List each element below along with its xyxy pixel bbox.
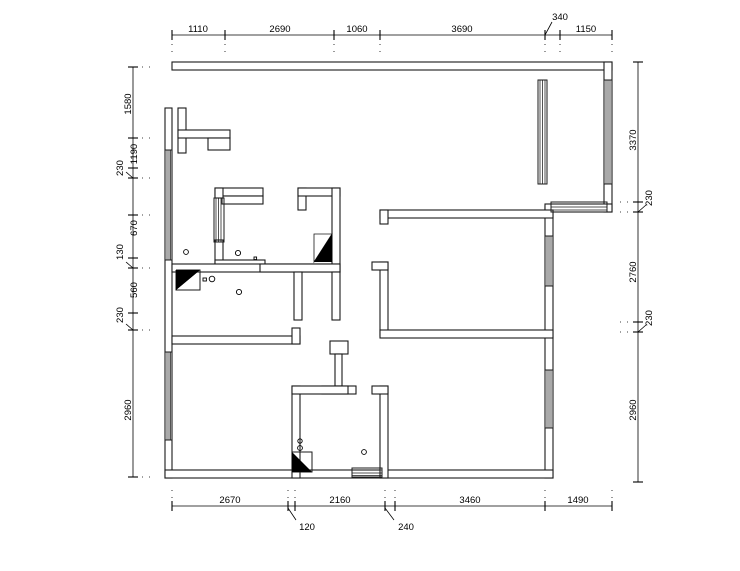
window-right-middle <box>544 369 554 429</box>
dim-right-4: 230 <box>644 310 655 326</box>
wall-upper-right-horizontal <box>379 209 554 219</box>
dim-bottom-5: 3460 <box>459 495 480 506</box>
dim-top-1: 1110 <box>188 24 208 35</box>
fixture-marker <box>234 249 242 257</box>
fixture-marker <box>361 449 367 455</box>
window-balcony-right <box>603 79 613 185</box>
window-left-upper <box>164 149 173 261</box>
wall-lower-middle-top <box>291 385 349 395</box>
dim-right-2: 230 <box>644 190 655 206</box>
wall-balcony-bottom <box>544 203 613 213</box>
dim-left-2: 1190 <box>129 144 140 164</box>
right-dimension-chain: 3370 230 2760 230 2960 <box>620 61 655 483</box>
window-left-lower <box>164 351 173 441</box>
dim-bottom-3: 2160 <box>329 495 350 506</box>
dim-bottom-6: 1490 <box>567 495 588 506</box>
wall-middle-horizontal-right <box>259 263 341 273</box>
bottom-dimension-chain: 2670 120 2160 240 3460 1490 <box>171 490 613 533</box>
dim-right-3: 2760 <box>628 261 639 282</box>
window-balcony-left <box>537 79 548 185</box>
fixture-marker <box>297 445 303 451</box>
wall-kitchen-left <box>214 187 224 199</box>
dim-left-4: 670 <box>129 220 140 236</box>
column-center-cap <box>329 340 349 355</box>
window-right-upper <box>544 235 554 287</box>
dim-right-5: 2960 <box>628 399 639 420</box>
fixture-marker <box>208 275 216 283</box>
dim-left-8: 2960 <box>123 399 134 420</box>
wall-middle-partition-right <box>331 271 341 321</box>
door-swing-bottom-middle <box>291 451 313 473</box>
dim-bottom-2: 120 <box>299 522 315 533</box>
wall-kitchen-top-right <box>221 195 264 205</box>
dim-bottom-1: 2670 <box>219 495 240 506</box>
wall-upper-right-stub <box>379 209 389 225</box>
wall-lower-left-room-top <box>171 335 301 345</box>
dim-left-5: 130 <box>115 244 126 260</box>
fixture-marker <box>235 288 243 296</box>
wall-bottom-middle-jamb <box>371 261 389 271</box>
wall-middle-stub-vertical <box>293 271 303 321</box>
wall-exterior-left <box>164 107 173 479</box>
wall-right-zone-vertical-lower <box>379 385 389 479</box>
dim-top-5: 340 <box>552 12 568 23</box>
dim-top-2: 2690 <box>269 24 290 35</box>
wall-top-left-stub-extension <box>207 137 231 151</box>
door-swing-upper-middle <box>313 233 333 264</box>
wall-lower-left-room-top-stub <box>291 327 301 345</box>
dim-bottom-4: 240 <box>398 522 414 533</box>
wall-top-left-stub-horizontal <box>177 129 231 139</box>
wall-bottom-right-jamb <box>371 385 389 395</box>
column-center-shaft <box>334 353 343 387</box>
left-dimension-chain: 1580 1190 230 670 130 560 230 2960 <box>115 66 152 478</box>
window-kitchen-interior <box>213 197 225 243</box>
window-assembly <box>164 79 613 478</box>
dim-top-4: 3690 <box>451 24 472 35</box>
dim-top-3: 1060 <box>346 24 367 35</box>
dim-left-3: 230 <box>115 160 126 176</box>
dim-left-7: 230 <box>115 307 126 323</box>
fixture-marker <box>202 277 207 282</box>
wall-right-zone-vertical-upper <box>379 261 389 337</box>
wall-right-zone-divider-horizontal <box>379 329 554 339</box>
fixture-marker <box>253 256 258 261</box>
window-balcony-bottom <box>550 201 608 213</box>
door-assembly <box>175 233 333 473</box>
dim-left-6: 560 <box>129 282 140 298</box>
window-bottom-small <box>351 467 383 478</box>
wall-exterior-top <box>171 61 613 71</box>
door-swing-left-living <box>175 269 201 291</box>
dim-right-1: 3370 <box>628 129 639 150</box>
dim-top-6: 1150 <box>576 24 596 35</box>
fixture-marker <box>297 438 303 444</box>
dim-left-1: 1580 <box>123 93 134 114</box>
fixture-marker <box>183 249 189 255</box>
top-dimension-chain: 1110 2690 1060 3690 340 1150 <box>171 12 613 52</box>
fixture-symbols <box>183 249 367 455</box>
wall-middle-room-right-vertical <box>331 187 341 273</box>
